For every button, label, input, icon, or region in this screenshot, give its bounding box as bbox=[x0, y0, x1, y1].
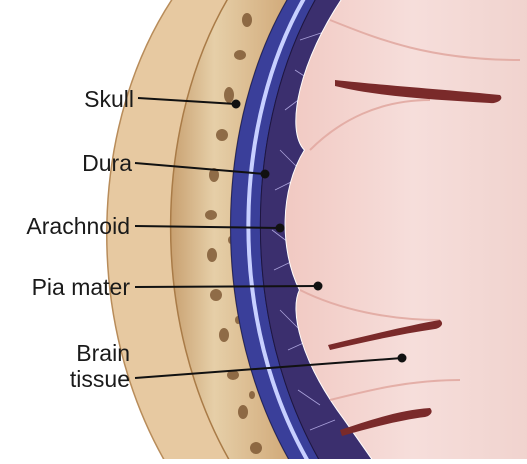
label-skull: Skull bbox=[56, 86, 134, 112]
label-brain-line2: tissue bbox=[40, 366, 130, 392]
label-arachnoid: Arachnoid bbox=[2, 213, 130, 239]
label-pia-mater: Pia mater bbox=[8, 274, 130, 300]
label-dura: Dura bbox=[56, 150, 132, 176]
label-brain-line1: Brain bbox=[40, 340, 130, 366]
